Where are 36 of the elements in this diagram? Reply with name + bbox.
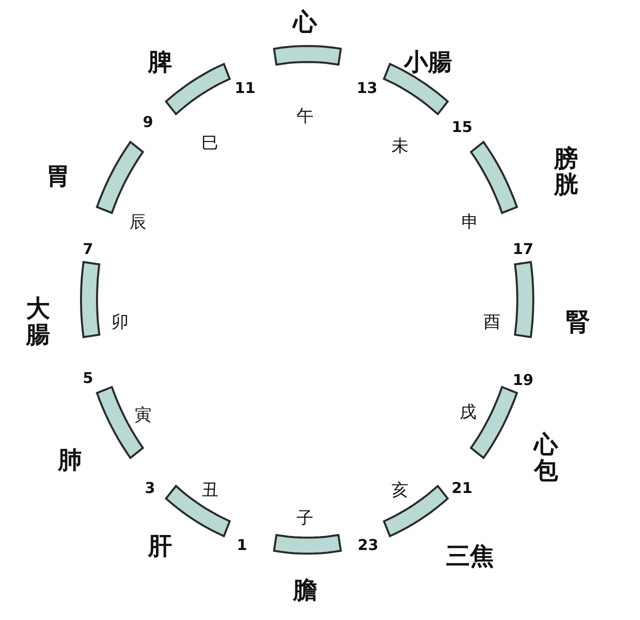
earthly-branch-label: 酉 [484,311,500,334]
hour-label: 7 [82,240,94,258]
organ-label: 心 [292,8,317,36]
organ-label: 小腸 [404,48,452,76]
earthly-branch-label: 卯 [112,311,128,334]
organ-label: 三焦 [446,542,494,570]
hour-label: 21 [452,479,472,497]
earthly-branch-label: 未 [391,135,408,158]
earthly-branch-label: 子 [296,508,314,530]
hour-label: 17 [512,240,534,258]
hour-label: 15 [452,118,472,136]
earthly-branch-label: 申 [461,211,478,234]
hour-label: 11 [234,79,256,97]
hour-label: 13 [356,79,378,97]
earthly-branch-label: 巳 [201,132,218,154]
earthly-branch-label: 寅 [134,404,152,426]
earthly-branch-label: 亥 [391,479,408,502]
organ-label: 膀胱 [554,146,578,198]
earthly-branch-label: 辰 [129,211,146,234]
organ-label: 脾 [148,48,172,76]
organ-label: 心包 [534,432,558,484]
hour-label: 5 [82,369,94,387]
hour-label: 23 [358,536,378,554]
earthly-branch-label: 戌 [460,401,476,424]
organ-label: 肝 [148,532,172,560]
organ-label: 膽 [292,576,317,604]
hour-label: 1 [236,536,248,554]
earthly-branch-label: 午 [296,106,314,128]
organ-label: 胃 [46,162,70,190]
hour-label: 9 [142,113,154,131]
organ-label: 腎 [566,308,590,336]
hour-label: 19 [512,371,534,389]
hour-label: 3 [144,479,156,497]
organ-label: 肺 [58,446,82,474]
earthly-branch-label: 丑 [201,479,218,502]
organ-label: 大腸 [26,296,50,348]
